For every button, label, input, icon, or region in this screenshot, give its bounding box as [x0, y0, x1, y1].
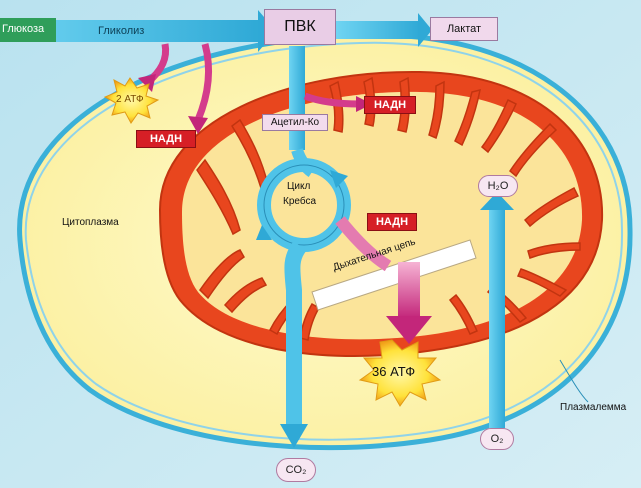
- plasmalemma-label: Плазмалемма: [560, 402, 627, 413]
- pvk-box: ПВК: [264, 9, 336, 45]
- nadh-glycolysis-box: НАДН: [136, 130, 196, 148]
- lactate-arrow-head: [418, 13, 432, 47]
- lactate-arrow-shaft: [336, 21, 420, 39]
- cell-membrane-inner: [24, 41, 624, 441]
- co2-arrow-shaft: [284, 240, 307, 428]
- glycolysis-label: Гликолиз: [98, 25, 145, 37]
- glucose-label: Глюкоза: [2, 23, 45, 35]
- glucose-box: [0, 18, 56, 42]
- atp-big-label: 36 АТФ: [372, 364, 416, 379]
- o2-to-h2o-arrow-head: [480, 192, 514, 210]
- respiratory-chain-band: [311, 239, 477, 311]
- pvk-down-arrow: [289, 46, 305, 150]
- glycolysis-to-nadh-head: [188, 116, 208, 134]
- co2-arrow-head: [280, 424, 308, 448]
- atp-small-label: 2 АТФ: [116, 94, 144, 105]
- glycolysis-to-atp-head: [138, 74, 156, 92]
- o2-to-h2o-arrow-shaft: [489, 208, 505, 428]
- plasmalemma-pointer: [559, 359, 589, 403]
- co2-badge: CO₂: [276, 458, 316, 482]
- krebs-ring-arrow-left: [256, 225, 272, 240]
- atp-small-burst: [103, 77, 160, 124]
- pvk-to-nadh-arrow: [303, 92, 361, 108]
- o2-badge: O₂: [480, 428, 514, 450]
- krebs-to-chain-arrow: [335, 216, 392, 272]
- acetyl-coa-box: Ацетил-Ко: [262, 114, 328, 131]
- chain-to-atp-shaft: [398, 262, 420, 318]
- h2o-badge: H₂O: [478, 175, 518, 197]
- krebs-cycle-ring-outline: [263, 164, 345, 246]
- nadh-krebs-box: НАДН: [367, 213, 417, 231]
- glycolysis-arrow-shaft: [2, 20, 260, 42]
- chain-to-atp-head: [386, 316, 432, 344]
- atp-big-burst: [358, 339, 442, 407]
- krebs-ring-arrow-top: [330, 170, 348, 188]
- krebs-label-line1: Цикл: [287, 181, 311, 192]
- glycolysis-to-nadh-arrow: [194, 43, 213, 122]
- lactate-box: Лактат: [430, 17, 498, 41]
- cytoplasm-label: Цитоплазма: [62, 217, 119, 228]
- krebs-label-line2: Кребса: [283, 196, 317, 207]
- nadh-pvk-box: НАДН: [364, 96, 416, 114]
